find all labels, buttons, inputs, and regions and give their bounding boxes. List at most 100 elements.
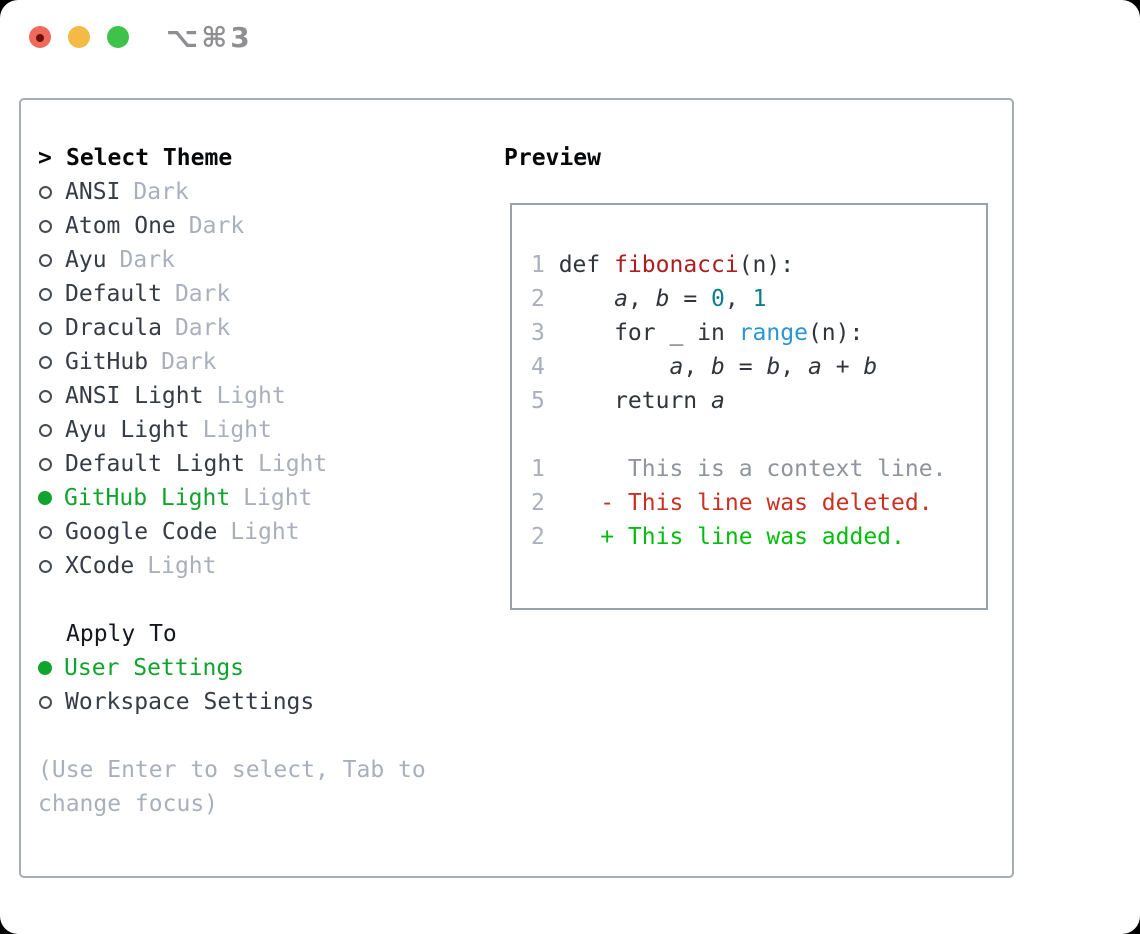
spacer	[38, 719, 478, 753]
preview-line: 2 a, b = 0, 1	[531, 282, 976, 316]
radio-icon	[39, 287, 52, 301]
help-text: (Use Enter to select, Tab to change focu…	[38, 757, 426, 817]
item-label: Default Light	[65, 451, 246, 477]
line-number: 2	[531, 524, 545, 550]
radio-icon	[39, 559, 52, 573]
radio-icon	[39, 423, 52, 437]
preview-line: 2 - This line was deleted.	[531, 486, 976, 520]
preview-line: 4 a, b = b, a + b	[531, 350, 976, 384]
item-variant-label: Dark	[133, 179, 189, 205]
item-variant-label: Dark	[174, 315, 231, 341]
item-label: Default	[65, 281, 162, 307]
item-variant-label: Dark	[119, 247, 175, 273]
item-variant-label: Light	[147, 553, 217, 579]
maximize-button[interactable]	[107, 26, 129, 48]
item-label: Google Code	[65, 519, 218, 545]
item-variant-label: Light	[243, 485, 313, 511]
item-label: Ayu	[65, 247, 107, 273]
theme-item-google-code[interactable]: Google Code Light	[38, 515, 478, 549]
item-variant-label: Light	[258, 451, 328, 477]
preview-code: 1 def fibonacci(n): 2 a, b = 0, 1 3 for _…	[531, 248, 976, 554]
apply-option-workspace-settings[interactable]: Workspace Settings	[38, 685, 478, 719]
apply-options-list: User Settings Workspace Settings	[38, 651, 478, 719]
item-label: GitHub	[65, 349, 149, 375]
select-theme-heading: > Select Theme	[38, 141, 478, 175]
window-title: ⌥⌘3	[166, 21, 253, 54]
item-variant-label: Light	[230, 519, 300, 545]
item-variant-label: Dark	[174, 281, 231, 307]
item-label: Ayu Light	[65, 417, 190, 443]
line-number: 2	[531, 286, 545, 312]
theme-item-default[interactable]: Default Dark	[38, 277, 478, 311]
radio-icon	[39, 219, 52, 233]
radio-icon	[38, 661, 52, 675]
theme-item-ayu[interactable]: Ayu Dark	[38, 243, 478, 277]
radio-icon	[39, 695, 52, 709]
line-number: 1	[531, 456, 545, 482]
theme-item-xcode[interactable]: XCode Light	[38, 549, 478, 583]
line-number: 4	[531, 354, 545, 380]
apply-to-label: Apply To	[66, 621, 177, 647]
preview-line: 3 for _ in range(n):	[531, 316, 976, 350]
radio-icon	[39, 525, 52, 539]
preview-line	[531, 418, 976, 452]
item-label: User Settings	[64, 655, 245, 681]
minimize-button[interactable]	[68, 26, 90, 48]
item-label: ANSI Light	[65, 383, 204, 409]
radio-icon	[39, 321, 52, 335]
theme-item-atom-one[interactable]: Atom One Dark	[38, 209, 478, 243]
item-label: XCode	[65, 553, 135, 579]
line-content: + This line was added.	[558, 524, 905, 550]
apply-to-heading: Apply To	[38, 617, 478, 651]
close-button[interactable]	[29, 26, 51, 48]
item-variant-label: Dark	[161, 349, 217, 375]
line-number: 2	[531, 490, 545, 516]
prompt-icon: >	[38, 145, 52, 171]
theme-item-github[interactable]: GitHub Dark	[38, 345, 478, 379]
line-content: a, b = 0, 1	[614, 286, 767, 312]
item-variant-label: Dark	[188, 213, 245, 239]
item-variant-label: Light	[216, 383, 286, 409]
item-label: GitHub Light	[64, 485, 231, 511]
line-number: 1	[531, 252, 545, 278]
apply-option-user-settings[interactable]: User Settings	[38, 651, 478, 685]
item-label: Dracula	[65, 315, 162, 341]
unsaved-dot-icon	[36, 34, 44, 42]
line-content: def fibonacci(n):	[558, 252, 795, 278]
preview-line: 2 + This line was added.	[531, 520, 976, 554]
line-content: - This line was deleted.	[558, 490, 933, 516]
radio-icon	[38, 491, 52, 505]
theme-item-ansi[interactable]: ANSI Dark	[38, 175, 478, 209]
theme-item-ansi-light[interactable]: ANSI Light Light	[38, 379, 478, 413]
line-content: This is a context line.	[558, 456, 947, 482]
item-label: ANSI	[65, 179, 121, 205]
preview-line: 5 return a	[531, 384, 976, 418]
theme-item-ayu-light[interactable]: Ayu Light Light	[38, 413, 478, 447]
spacer	[38, 583, 478, 617]
preview-heading: Preview	[504, 145, 601, 171]
theme-item-dracula[interactable]: Dracula Dark	[38, 311, 478, 345]
radio-icon	[39, 355, 52, 369]
radio-icon	[39, 253, 52, 267]
preview-line: 1 def fibonacci(n):	[531, 248, 976, 282]
radio-icon	[39, 457, 52, 471]
preview-line: 1 This is a context line.	[531, 452, 976, 486]
titlebar: ⌥⌘3	[0, 0, 1140, 75]
select-theme-label: Select Theme	[66, 145, 233, 171]
line-number: 5	[531, 388, 545, 414]
item-variant-label: Light	[202, 417, 272, 443]
line-content: return a	[558, 388, 725, 414]
line-content: a, b = b, a + b	[669, 354, 878, 380]
radio-icon	[39, 389, 52, 403]
item-label: Atom One	[65, 213, 176, 239]
theme-item-github-light[interactable]: GitHub Light Light	[38, 481, 478, 515]
radio-icon	[39, 185, 52, 199]
theme-item-default-light[interactable]: Default Light Light	[38, 447, 478, 481]
line-content: for _ in range(n):	[558, 320, 864, 346]
line-number: 3	[531, 320, 545, 346]
preview-box: 1 def fibonacci(n): 2 a, b = 0, 1 3 for _…	[510, 203, 988, 610]
